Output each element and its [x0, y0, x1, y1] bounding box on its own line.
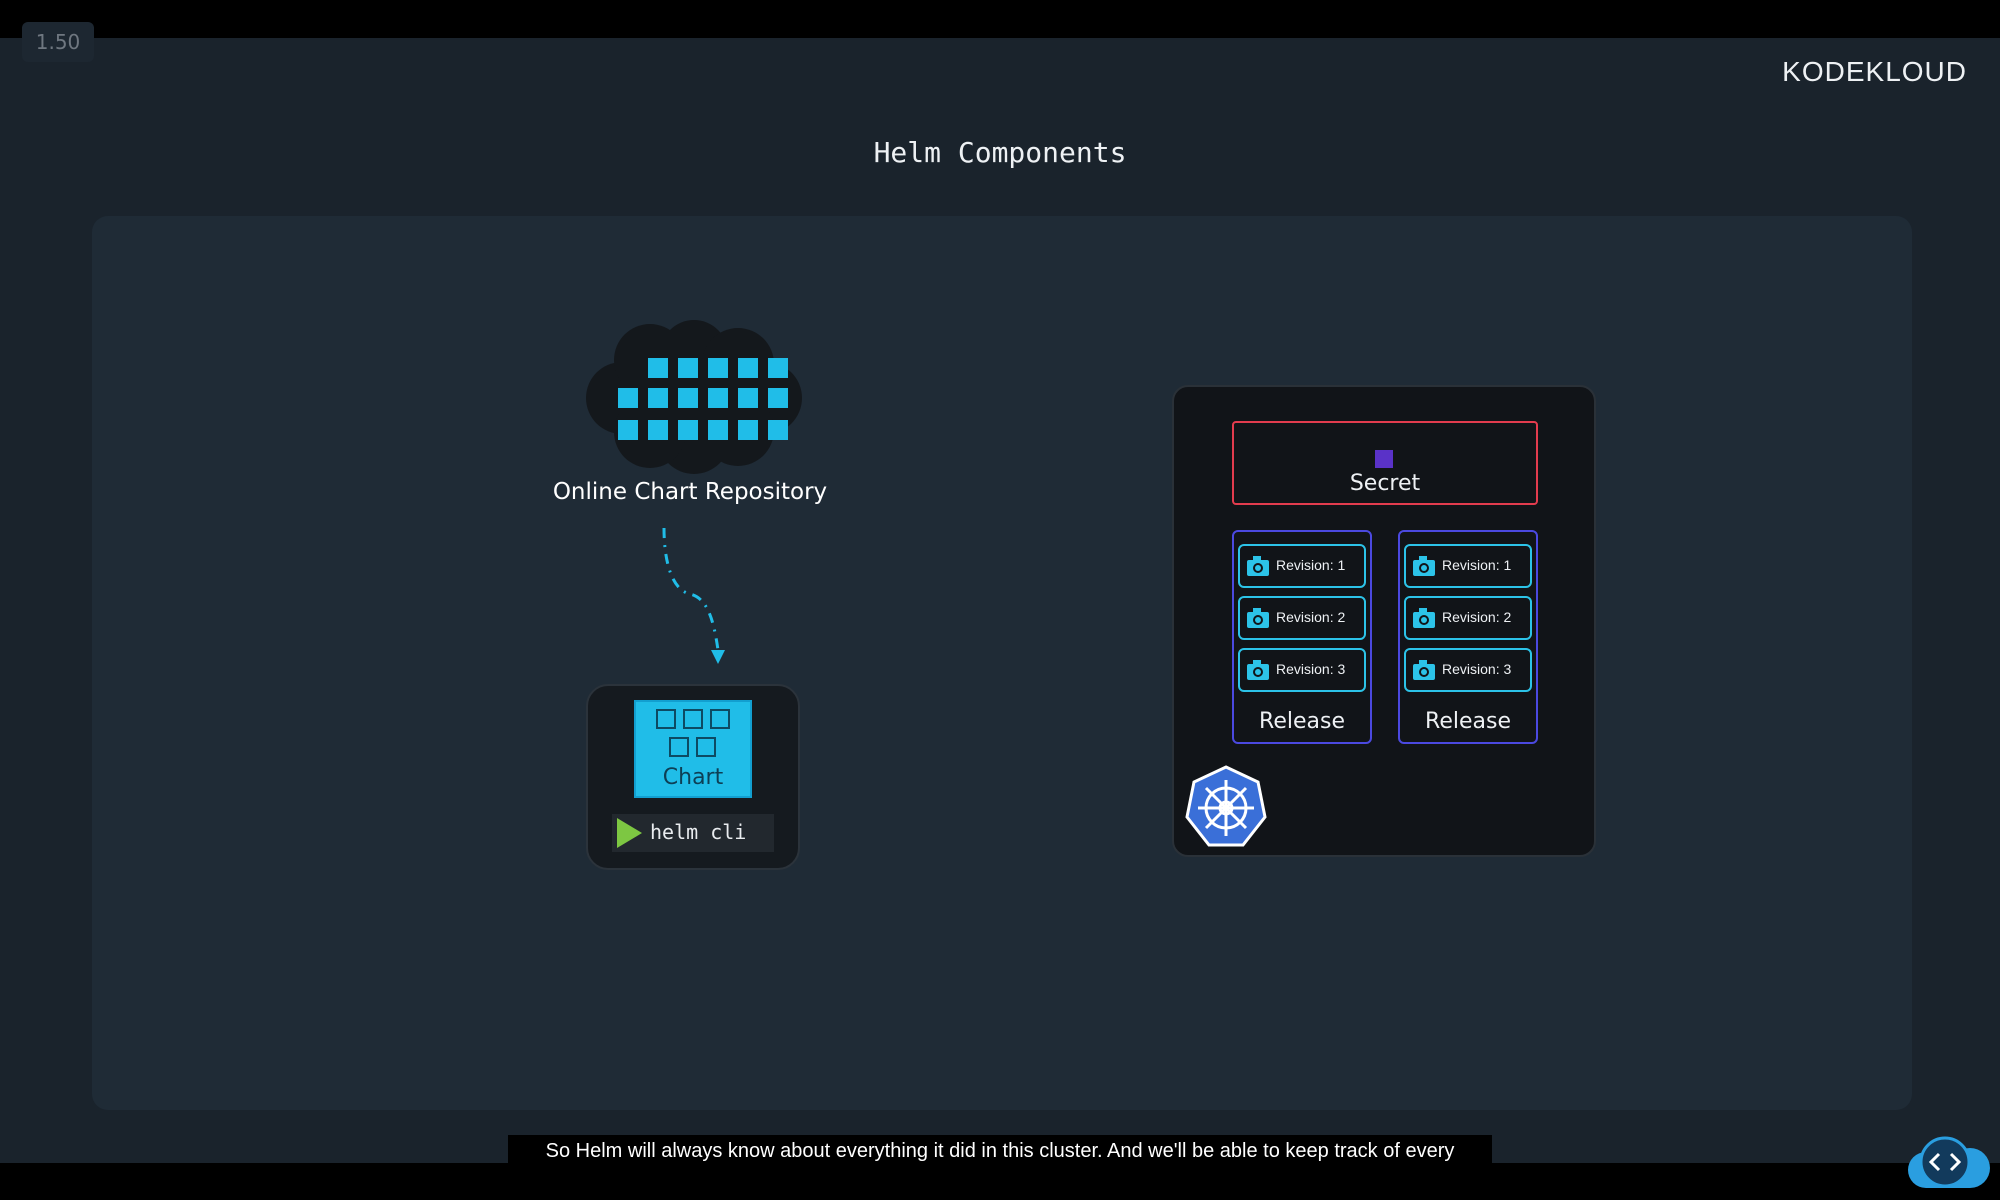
repo-grid-square: [738, 388, 758, 408]
revision-label: Revision: 2: [1276, 609, 1346, 625]
chart-container: Chart helm cli: [586, 684, 800, 870]
repository-label: Online Chart Repository: [552, 479, 828, 505]
revision-item: Revision: 3: [1404, 648, 1532, 692]
diagram-panel: [92, 216, 1912, 1110]
camera-icon: [1413, 608, 1435, 628]
play-icon: [617, 818, 642, 848]
playback-speed[interactable]: 1.50: [22, 22, 94, 62]
repo-grid-square: [708, 420, 728, 440]
revision-item: Revision: 3: [1238, 648, 1366, 692]
revision-item: Revision: 2: [1238, 596, 1366, 640]
code-cloud-icon[interactable]: [1902, 1134, 1992, 1190]
helm-cli-label: helm cli: [650, 820, 747, 844]
repo-grid-square: [618, 420, 638, 440]
secret-box: Secret: [1232, 421, 1538, 505]
camera-icon: [1247, 608, 1269, 628]
revision-item: Revision: 1: [1238, 544, 1366, 588]
repo-grid-square: [738, 358, 758, 378]
chart-package-icon: Chart: [634, 700, 752, 798]
camera-icon: [1247, 556, 1269, 576]
repo-grid-square: [648, 420, 668, 440]
secret-label: Secret: [1349, 471, 1421, 496]
release-box-1: Revision: 1 Revision: 2 Revision: 3 Rele…: [1232, 530, 1372, 744]
release-label: Release: [1425, 709, 1511, 734]
repo-grid-square: [678, 388, 698, 408]
repo-grid-square: [678, 358, 698, 378]
caption-text: So Helm will always know about everythin…: [508, 1135, 1492, 1168]
repo-grid-square: [768, 388, 788, 408]
kubernetes-helm-wheel-icon: [1185, 765, 1267, 847]
video-bottom-bar: [0, 1163, 2000, 1200]
repo-grid-square: [768, 358, 788, 378]
chart-squares: [656, 709, 730, 757]
revision-item: Revision: 1: [1404, 544, 1532, 588]
revision-label: Revision: 2: [1442, 609, 1512, 625]
video-top-bar: [0, 0, 2000, 38]
helm-cli-bar: helm cli: [612, 814, 774, 852]
slide-title: Helm Components: [873, 136, 1127, 169]
repo-grid-square: [648, 388, 668, 408]
repo-grid-square: [708, 358, 728, 378]
repo-grid-square: [678, 420, 698, 440]
repo-grid-square: [768, 420, 788, 440]
chart-label: Chart: [662, 765, 724, 790]
repo-grid-square: [708, 388, 728, 408]
secret-square-icon: [1375, 450, 1393, 468]
download-arrow: [662, 527, 725, 664]
revision-label: Revision: 3: [1442, 661, 1512, 677]
revision-label: Revision: 3: [1276, 661, 1346, 677]
release-label: Release: [1259, 709, 1345, 734]
repo-grid-square: [738, 420, 758, 440]
release-box-2: Revision: 1 Revision: 2 Revision: 3 Rele…: [1398, 530, 1538, 744]
repo-grid: [618, 358, 788, 440]
camera-icon: [1247, 660, 1269, 680]
camera-icon: [1413, 660, 1435, 680]
camera-icon: [1413, 556, 1435, 576]
cluster-container: Secret Revision: 1 Revision: 2 Revision:…: [1172, 385, 1596, 857]
revision-label: Revision: 1: [1276, 557, 1346, 573]
repo-grid-square: [618, 388, 638, 408]
repo-grid-square: [648, 358, 668, 378]
revision-item: Revision: 2: [1404, 596, 1532, 640]
kodekloud-logo: KODEKLOUD: [1782, 56, 1967, 87]
revision-label: Revision: 1: [1442, 557, 1512, 573]
